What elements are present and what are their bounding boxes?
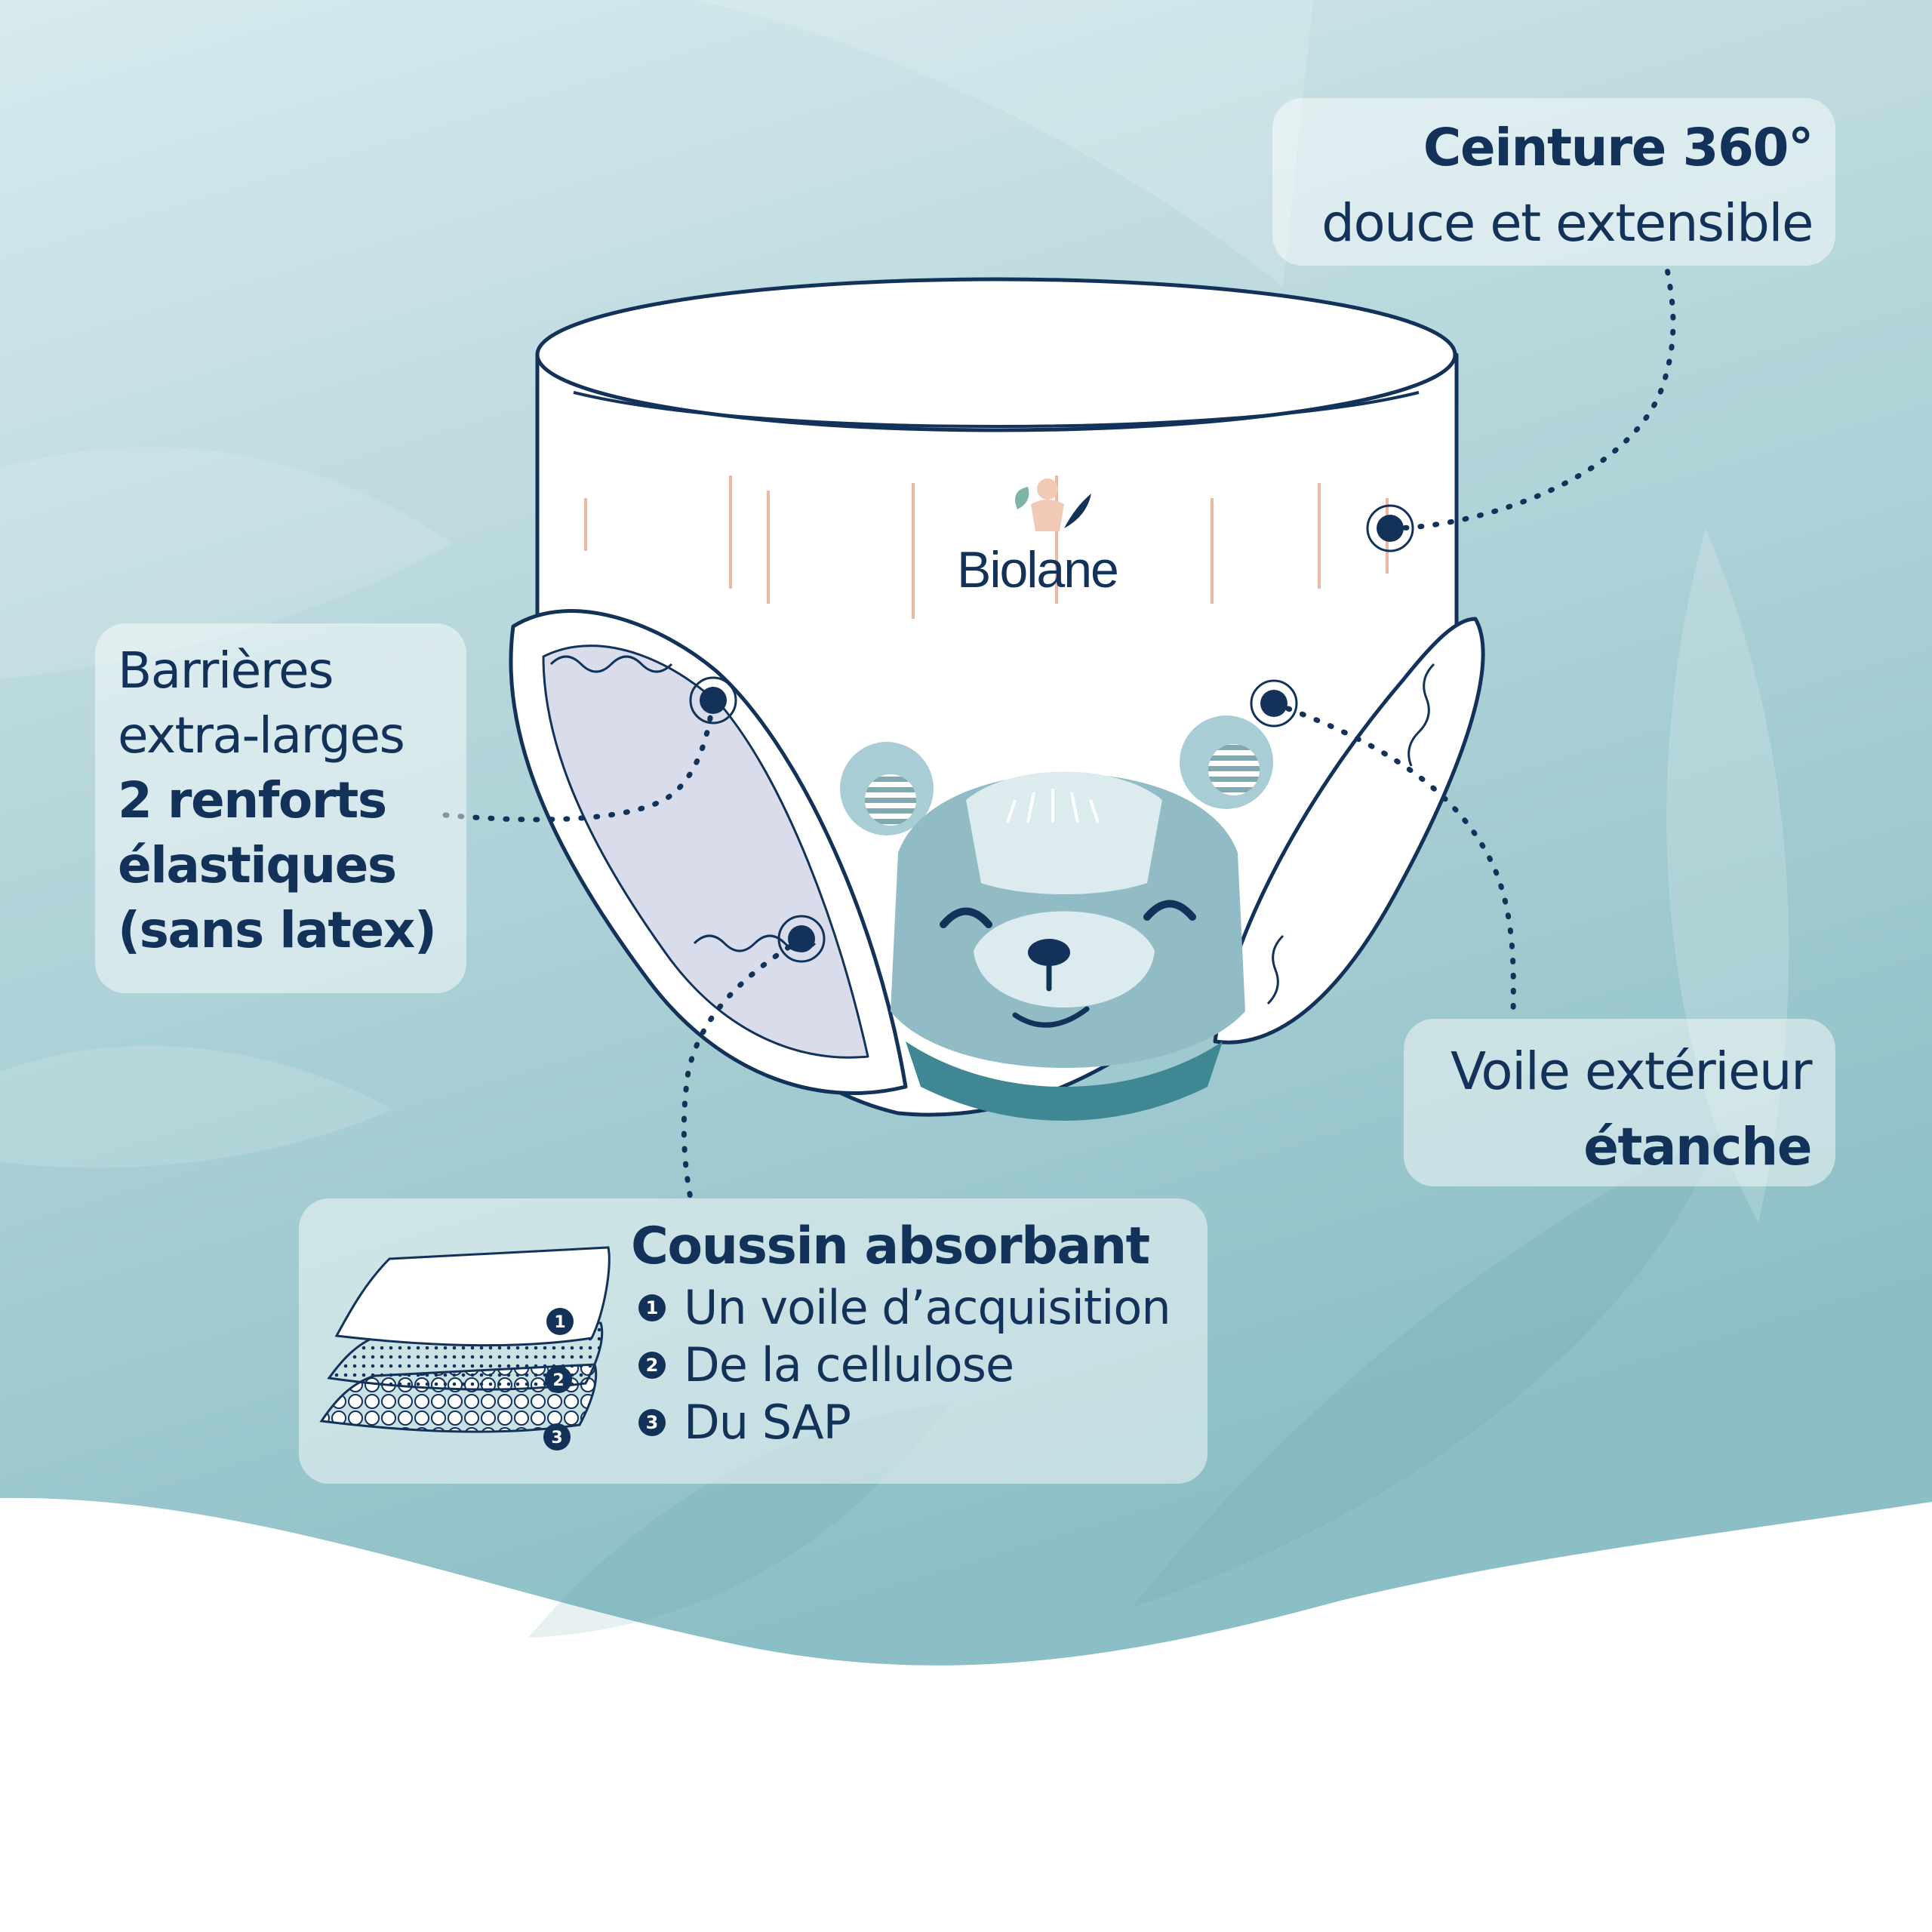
leader-line-barrieres: [442, 697, 716, 823]
callout-coussin-title: Coussin absorbant: [631, 1217, 1150, 1276]
callout-leader-lines: [442, 261, 1676, 1201]
callout-barrieres-line1: Barrières: [118, 641, 334, 700]
callout-voile-line1: Voile extérieur: [1451, 1041, 1812, 1102]
coussin-item-3: 3 Du SAP: [638, 1395, 851, 1450]
callout-barrieres-line4: élastiques: [118, 836, 397, 894]
coussin-item-3-number: 3: [638, 1408, 666, 1436]
marker-ceinture: [1366, 504, 1414, 552]
coussin-item-1-label: Un voile d’acquisition: [684, 1280, 1171, 1335]
layer-marker-1: 1: [554, 1313, 565, 1332]
leader-line-coussin: [681, 936, 804, 1201]
biolane-leaf-logo-icon: [1015, 478, 1091, 531]
layer-marker-2: 2: [552, 1371, 564, 1390]
diaper-waist-rim: [535, 277, 1457, 432]
bear-face-icon: [840, 715, 1273, 1121]
callout-ceinture-title: Ceinture 360°: [1423, 118, 1814, 178]
coussin-item-3-label: Du SAP: [684, 1395, 851, 1450]
coussin-item-1-number: 1: [638, 1294, 666, 1321]
background-leaf-shapes: [528, 1132, 1721, 1638]
callout-voile: Voile extérieur étanche: [1404, 1019, 1835, 1186]
coussin-item-1: 1 Un voile d’acquisition: [638, 1280, 1171, 1335]
callout-barrieres-line3: 2 renforts: [118, 771, 387, 829]
callout-voile-line2: étanche: [1583, 1117, 1812, 1177]
brand-wordmark: Biolane: [957, 541, 1119, 598]
callout-barrieres-line5: (sans latex): [118, 901, 437, 959]
layer-number-markers: 1 2 3: [543, 1308, 574, 1451]
callout-coussin: 1 2 3 Coussin absorbant 1 Un voile d’acq…: [299, 1198, 1208, 1484]
marker-voile: [1250, 679, 1298, 728]
coussin-item-2-label: De la cellulose: [684, 1337, 1014, 1392]
coussin-item-2: 2 De la cellulose: [638, 1337, 1014, 1392]
layer-marker-3: 3: [551, 1429, 562, 1447]
coussin-item-2-number: 2: [638, 1351, 666, 1379]
marker-barrieres: [689, 676, 737, 724]
absorbent-layers-illustration: 1 2 3: [319, 1246, 611, 1451]
callout-barrieres: Barrières extra-larges 2 renforts élasti…: [95, 623, 466, 993]
callout-ceinture-subtitle: douce et extensible: [1321, 193, 1814, 254]
layer-acquisition: [334, 1246, 611, 1347]
marker-coussin: [777, 915, 826, 963]
callout-ceinture: Ceinture 360° douce et extensible: [1272, 98, 1835, 266]
callout-barrieres-line2: extra-larges: [118, 706, 405, 764]
callout-markers: [689, 504, 1414, 963]
leader-line-ceinture: [1387, 261, 1676, 531]
